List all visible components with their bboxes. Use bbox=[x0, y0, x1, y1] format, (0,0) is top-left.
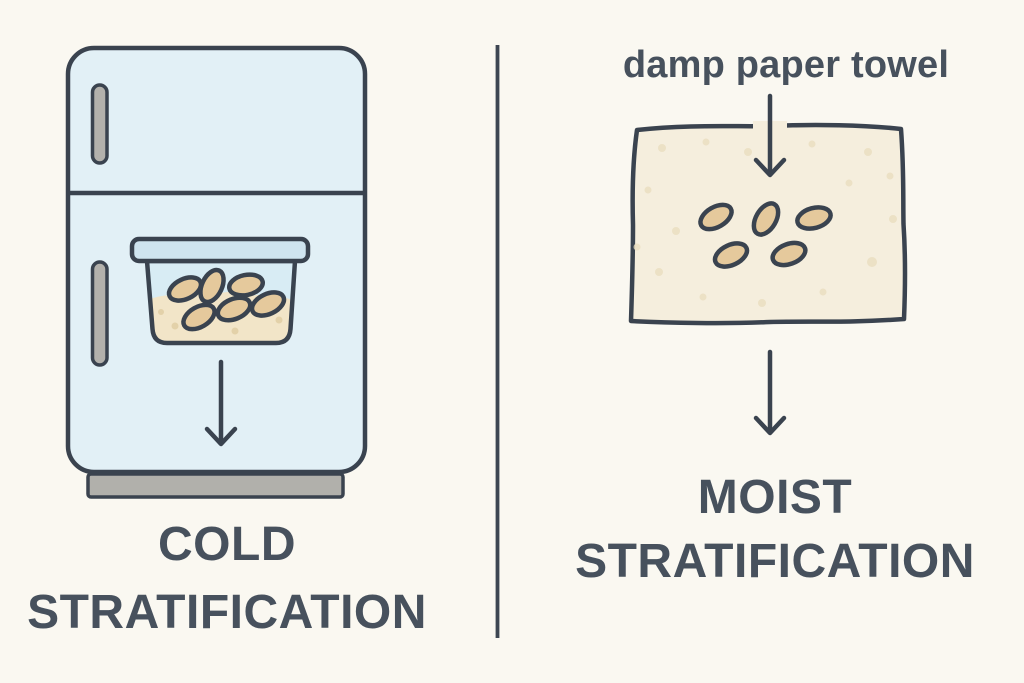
damp-paper-towel-label: damp paper towel bbox=[622, 44, 950, 86]
seed bbox=[226, 272, 266, 298]
fridge-base bbox=[86, 472, 345, 499]
seed bbox=[215, 295, 253, 323]
seed bbox=[198, 267, 226, 305]
seeds-in-container bbox=[166, 267, 287, 332]
seed bbox=[751, 201, 781, 237]
cold-stratification-caption: COLD STRATIFICATION bbox=[27, 511, 427, 647]
paper-towel-icon bbox=[628, 93, 908, 326]
towel-speckles bbox=[633, 138, 897, 307]
fridge-handle bbox=[90, 260, 109, 367]
seed-container-icon bbox=[129, 236, 311, 346]
down-arrow-icon-left bbox=[204, 359, 238, 447]
container-outline bbox=[144, 258, 298, 346]
down-arrow-icon-bottom-right bbox=[753, 349, 787, 436]
seed bbox=[712, 241, 750, 269]
freezer-handle bbox=[90, 83, 109, 165]
refrigerator-icon bbox=[65, 45, 368, 499]
moist-stratification-caption: MOIST STRATIFICATION bbox=[575, 466, 975, 594]
container-lid bbox=[129, 236, 311, 264]
down-arrow-icon-top-right bbox=[753, 93, 787, 178]
caption-line: COLD bbox=[158, 518, 296, 571]
seeds-on-towel bbox=[698, 201, 833, 269]
seed bbox=[795, 205, 833, 231]
caption-line: STRATIFICATION bbox=[27, 586, 427, 639]
seed bbox=[698, 202, 734, 232]
seed bbox=[181, 302, 217, 332]
caption-line: STRATIFICATION bbox=[575, 535, 975, 588]
seed bbox=[166, 275, 204, 303]
seed bbox=[249, 290, 287, 318]
caption-line: MOIST bbox=[697, 471, 853, 524]
seed bbox=[770, 240, 808, 268]
